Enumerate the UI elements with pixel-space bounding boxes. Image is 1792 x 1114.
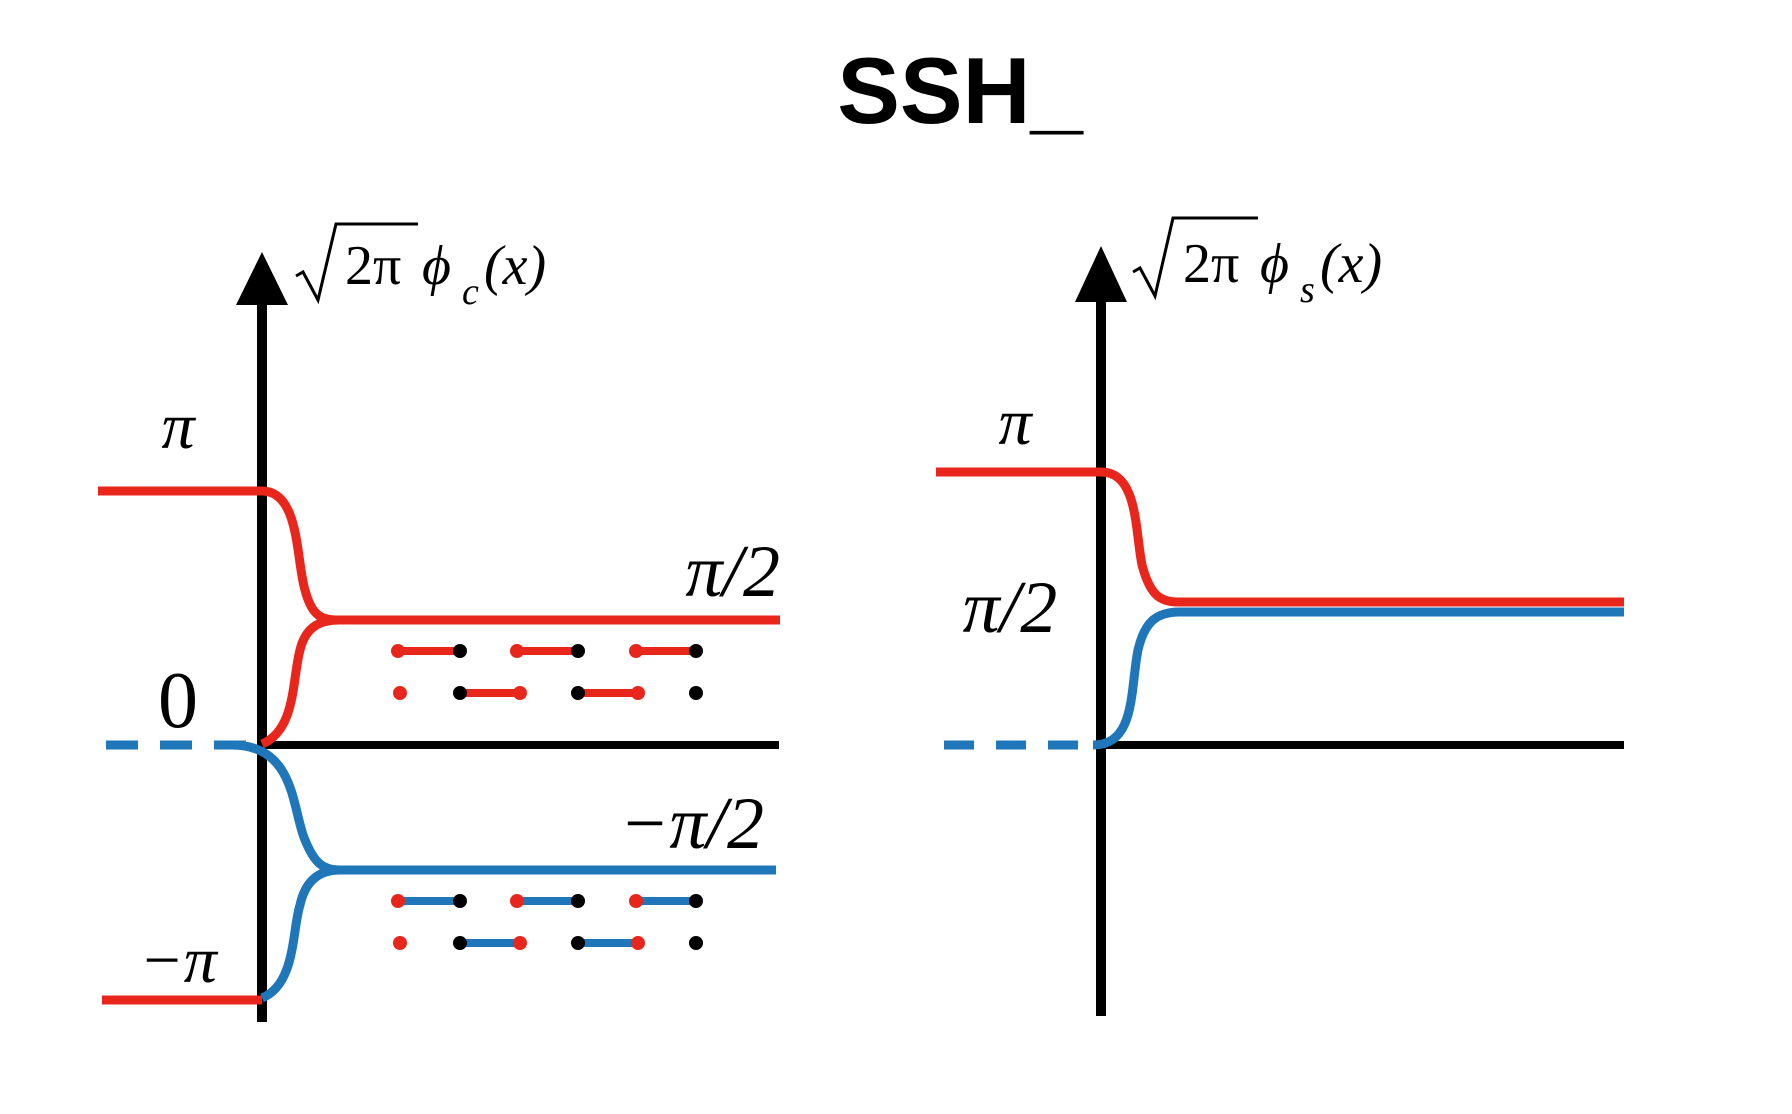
- left-sqrt-sign: [295, 222, 418, 305]
- site-dot: [453, 686, 467, 700]
- site-dot: [391, 894, 405, 908]
- site-dot: [453, 936, 467, 950]
- site-dot: [629, 894, 643, 908]
- figure-title: SSH_: [837, 38, 1084, 143]
- right-y-axis-arrow: [1075, 246, 1127, 302]
- site-dot: [510, 894, 524, 908]
- right-phi-argument: (x): [1320, 233, 1382, 295]
- site-dot: [453, 894, 467, 908]
- site-dot: [571, 936, 585, 950]
- right-blue-curve: [1092, 607, 1624, 750]
- label-minus-pi: −π: [139, 924, 219, 997]
- left-y-axis-arrow: [236, 252, 288, 305]
- red-curve-pi-to-pi-half: [98, 486, 780, 625]
- right-label-pi: π: [998, 386, 1033, 459]
- left-panel: 2π ϕ c (x) π 0 −π π/2 −π/2: [98, 222, 780, 1022]
- left-phi-subscript: c: [462, 271, 479, 313]
- right-panel: 2π ϕ s (x) π π/2: [936, 216, 1624, 1016]
- right-root-content: 2π: [1183, 233, 1239, 295]
- site-dot: [631, 936, 645, 950]
- site-dot: [391, 644, 405, 658]
- site-dot: [629, 644, 643, 658]
- site-dot: [689, 644, 703, 658]
- left-root-content: 2π: [345, 235, 401, 297]
- site-dot: [510, 644, 524, 658]
- site-dot: [513, 936, 527, 950]
- dimer-pattern-red: [391, 644, 703, 700]
- dimer-pattern-blue: [391, 894, 703, 950]
- left-phi: ϕ: [422, 235, 451, 297]
- site-dot: [453, 644, 467, 658]
- left-phi-argument: (x): [484, 235, 546, 297]
- right-sqrt-sign: [1132, 216, 1258, 301]
- site-dot: [571, 686, 585, 700]
- right-phi: ϕ: [1260, 233, 1289, 295]
- blue-curve-minus-pi-to-minus-pi-half: [259, 865, 341, 1003]
- site-dot: [393, 686, 407, 700]
- right-axis-label: 2π ϕ s (x): [1132, 216, 1382, 311]
- site-dot: [689, 936, 703, 950]
- site-dot: [571, 644, 585, 658]
- site-dot: [631, 686, 645, 700]
- right-phi-subscript: s: [1300, 269, 1315, 311]
- red-curve-zero-to-pi-half: [259, 615, 341, 749]
- site-dot: [689, 686, 703, 700]
- left-axis-label: 2π ϕ c (x): [295, 222, 546, 313]
- site-dot: [393, 936, 407, 950]
- label-minus-pi-half: −π/2: [619, 783, 764, 865]
- label-zero: 0: [158, 657, 198, 745]
- right-red-curve: [936, 467, 1624, 607]
- site-dot: [513, 686, 527, 700]
- site-dot: [571, 894, 585, 908]
- label-pi: π: [161, 390, 196, 463]
- right-label-pi-half: π/2: [963, 567, 1058, 649]
- site-dot: [689, 894, 703, 908]
- label-pi-half: π/2: [685, 531, 780, 613]
